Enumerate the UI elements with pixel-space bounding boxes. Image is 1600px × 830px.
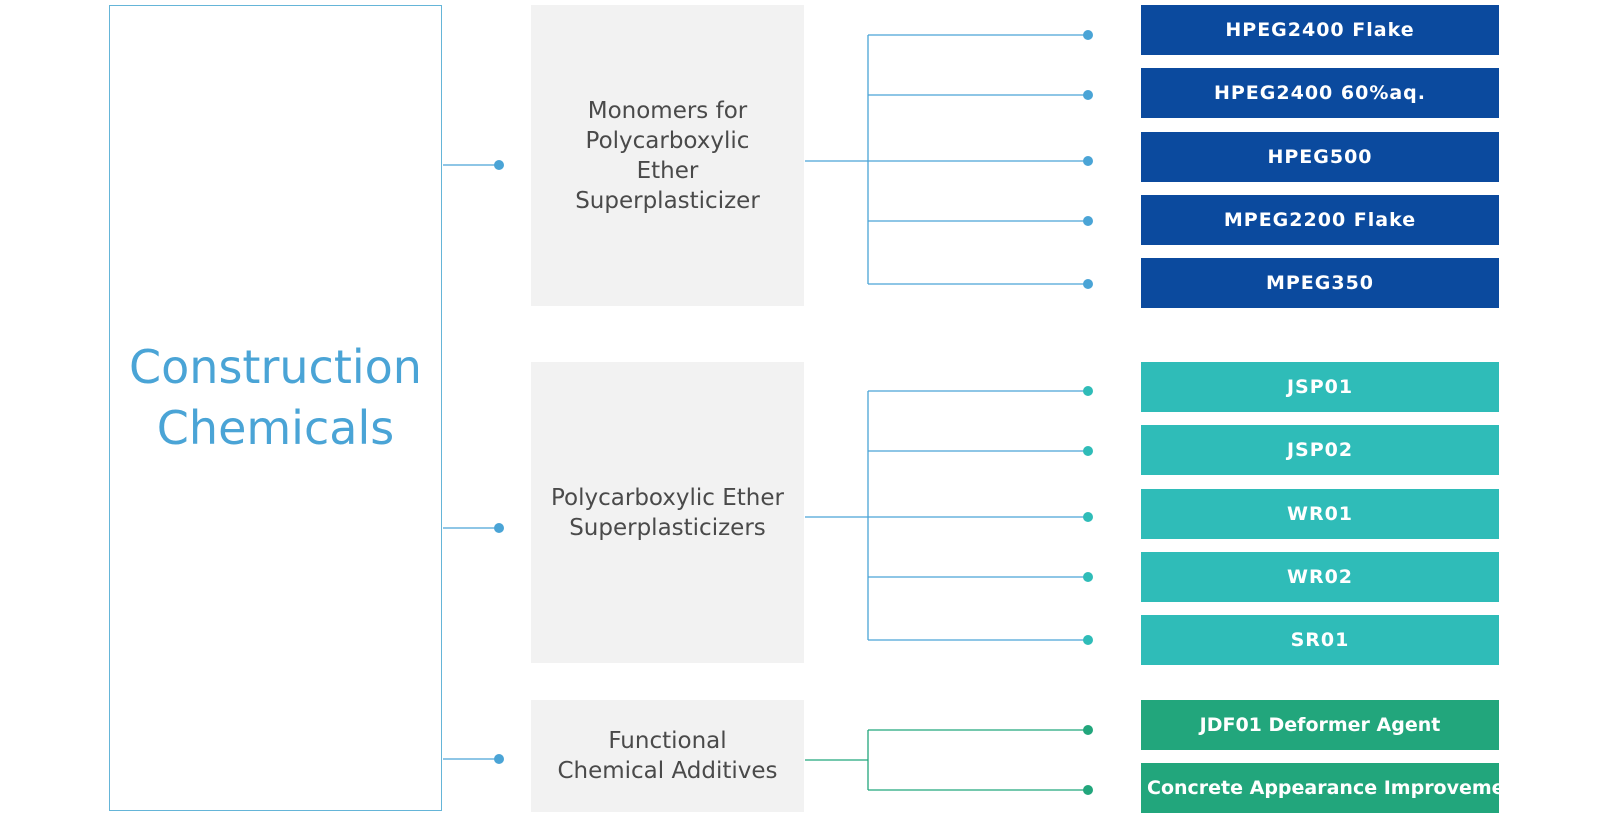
category-label: Monomers for Polycarboxylic Ether Superp… xyxy=(575,97,760,214)
connector-dot xyxy=(1083,446,1093,456)
root-node: Construction Chemicals xyxy=(109,5,442,811)
category-label: Polycarboxylic Ether Superplasticizers xyxy=(551,484,784,541)
connector-dot xyxy=(1083,572,1093,582)
connector-dot xyxy=(1083,216,1093,226)
additives-dots xyxy=(1083,725,1093,795)
category-superplasticizers: Polycarboxylic Ether Superplasticizers xyxy=(531,362,804,663)
product-hpeg500[interactable]: HPEG500 xyxy=(1141,132,1499,182)
product-mpeg2200-flake[interactable]: MPEG2200 Flake xyxy=(1141,195,1499,245)
connector-dot xyxy=(1083,279,1093,289)
root-connector-dots xyxy=(494,160,504,764)
product-jdf01-deformer-agent[interactable]: JDF01 Deformer Agent xyxy=(1141,700,1499,750)
connector-dot xyxy=(1083,30,1093,40)
product-jsp01[interactable]: JSP01 xyxy=(1141,362,1499,412)
connector-dot xyxy=(1083,635,1093,645)
connector-dot xyxy=(1083,156,1093,166)
product-wr02[interactable]: WR02 xyxy=(1141,552,1499,602)
product-wr01[interactable]: WR01 xyxy=(1141,489,1499,539)
category-additives: Functional Chemical Additives xyxy=(531,700,804,812)
connector-dot xyxy=(1083,512,1093,522)
monomers-connectors xyxy=(805,34,1088,285)
root-connectors xyxy=(443,164,499,760)
product-hpeg2400-flake[interactable]: HPEG2400 Flake xyxy=(1141,5,1499,55)
superplasticizers-connectors xyxy=(805,390,1088,641)
product-hpeg2400-60aq[interactable]: HPEG2400 60%aq. xyxy=(1141,68,1499,118)
category-label: Functional Chemical Additives xyxy=(557,728,778,784)
category-monomers: Monomers for Polycarboxylic Ether Superp… xyxy=(531,5,804,306)
product-mpeg350[interactable]: MPEG350 xyxy=(1141,258,1499,308)
connector-dot xyxy=(1083,725,1093,735)
additives-connectors xyxy=(805,729,1088,791)
connector-dot xyxy=(1083,90,1093,100)
connector-dot xyxy=(494,160,504,170)
monomers-dots xyxy=(1083,30,1093,289)
connector-dot xyxy=(494,523,504,533)
connector-dot xyxy=(1083,386,1093,396)
product-concrete-appearance-improvement[interactable]: Concrete Appearance Improvement Agent xyxy=(1141,763,1499,813)
root-title: Construction Chemicals xyxy=(129,339,422,455)
connector-dot xyxy=(494,754,504,764)
product-sr01[interactable]: SR01 xyxy=(1141,615,1499,665)
superplasticizers-dots xyxy=(1083,386,1093,645)
connector-dot xyxy=(1083,785,1093,795)
product-jsp02[interactable]: JSP02 xyxy=(1141,425,1499,475)
